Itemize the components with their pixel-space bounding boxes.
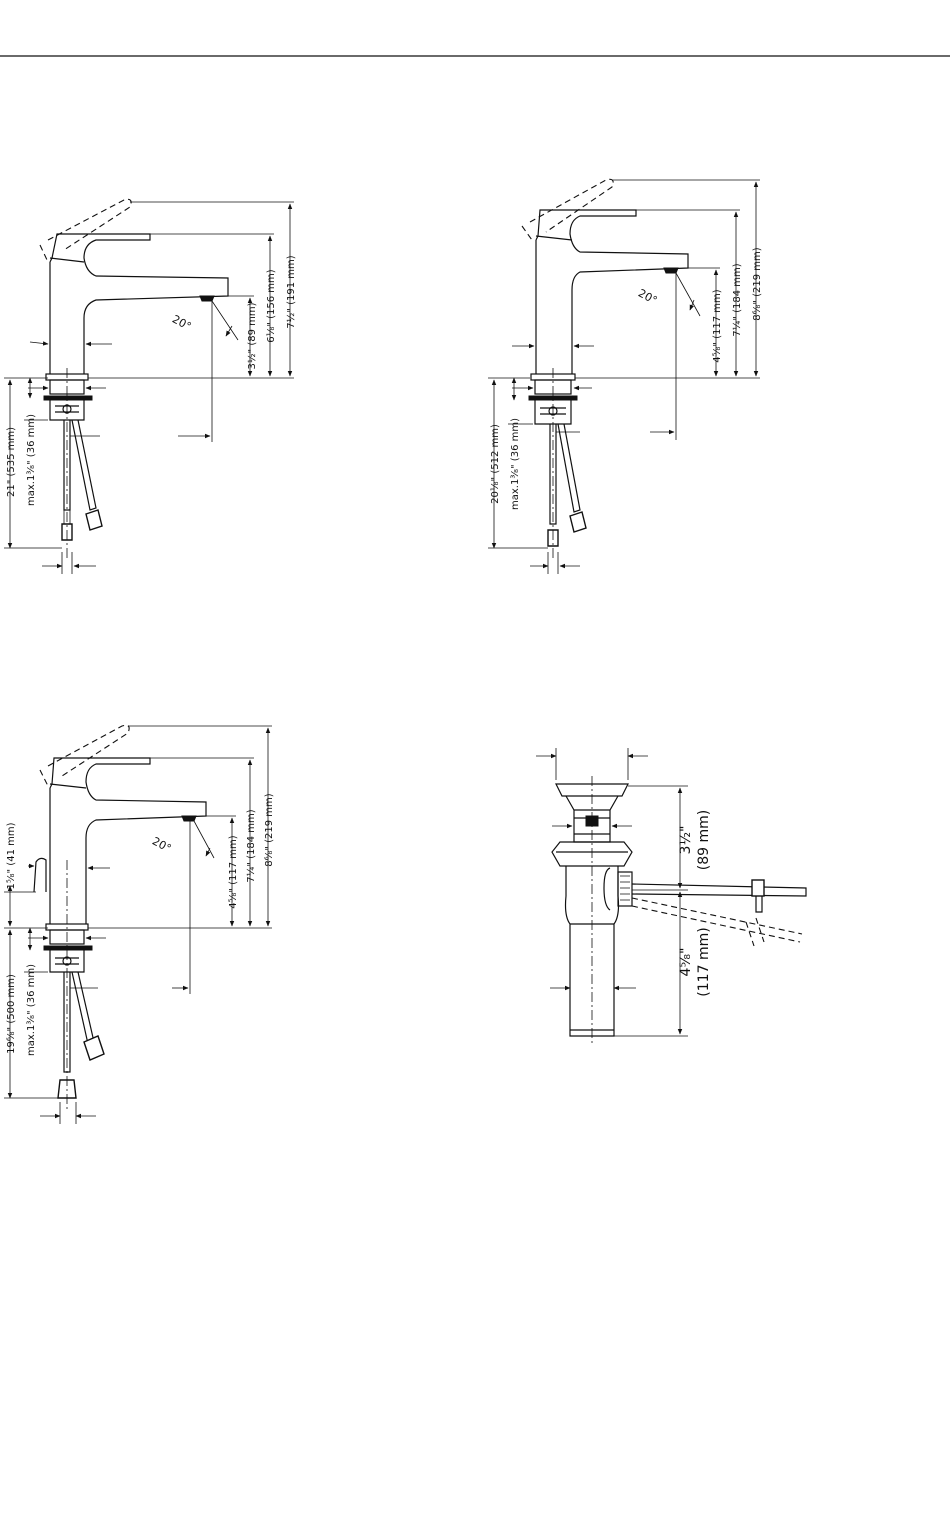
d3-total-height-label: 8⁶⁄₈" (219 mm) [264,793,275,866]
d1-deck-max-label: max.1³⁄₈" (36 mm) [26,414,37,506]
d2-total-height-label: 8⁶⁄₈" (219 mm) [752,247,763,320]
d3-supply-length-label: 19⁶⁄₈" (500 mm) [6,974,17,1054]
d2-supply-length-label: 20¹⁄₈" (512 mm) [490,424,501,504]
faucet-drawing-1: 7½" (191 mm) 6¹⁄₈" (156 mm) 3½" (89 mm) … [4,199,297,574]
d3-rod-height-label: 1⁵⁄₈" (41 mm) [6,822,17,889]
d3-angle-label: 20° [150,835,173,856]
d4-lower-mm-label: (117 mm) [696,927,712,996]
d2-lever-height-label: 7¼" (184 mm) [731,263,743,336]
drain-drawing: 3½" (89 mm) 4⁵⁄₈" (117 mm) [536,748,806,1044]
d2-deck-max-label: max.1³⁄₈" (36 mm) [510,418,521,510]
d1-spout-height-label: 3½" (89 mm) [246,302,258,369]
d4-lower-inch-label: 4⁵⁄₈" [678,948,694,977]
d1-total-height-label: 7½" (191 mm) [285,255,297,328]
d4-upper-mm-label: (89 mm) [696,810,712,870]
d3-spout-height-label: 4⁵⁄₈" (117 mm) [228,835,239,908]
faucet-drawing-3: 8⁶⁄₈" (219 mm) 7¼" (184 mm) 4⁵⁄₈" (117 m… [4,725,275,1124]
d1-lever-height-label: 6¹⁄₈" (156 mm) [266,269,277,342]
d4-upper-inch-label: 3½" [678,826,694,855]
d2-angle-label: 20° [636,287,659,308]
d1-angle-label: 20° [170,313,193,334]
faucet-drawing-2: 8⁶⁄₈" (219 mm) 7¼" (184 mm) 4⁵⁄₈" (117 m… [488,179,763,574]
d2-spout-height-label: 4⁵⁄₈" (117 mm) [712,289,723,362]
d3-lever-height-label: 7¼" (184 mm) [245,809,257,882]
d3-deck-max-label: max.1³⁄₈" (36 mm) [26,964,37,1056]
d1-supply-length-label: 21" (535 mm) [6,427,17,497]
